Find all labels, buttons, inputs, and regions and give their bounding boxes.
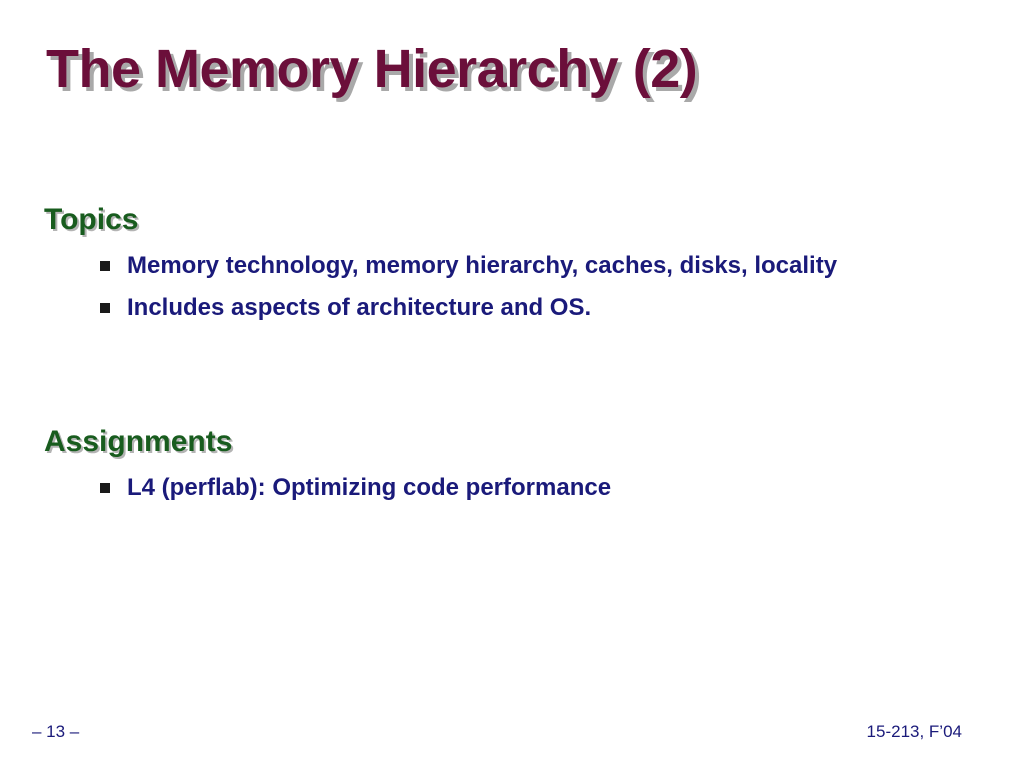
bullet-text: Includes aspects of architecture and OS. — [127, 294, 592, 321]
course-label: 15-213, F’04 — [866, 722, 962, 741]
square-bullet-icon — [100, 483, 110, 493]
bullet-item: Includes aspects of architecture and OS. — [100, 292, 887, 324]
bullet-text: Memory technology, memory hierarchy, cac… — [127, 252, 838, 279]
bullet-item: Memory technology, memory hierarchy, cac… — [100, 250, 887, 282]
square-bullet-icon — [100, 261, 110, 271]
section-topics: Topics Memory technology, memory hierarc… — [44, 202, 944, 334]
bullet-text: L4 (perflab): Optimizing code performanc… — [127, 474, 612, 501]
bullet-list-assignments: L4 (perflab): Optimizing code performanc… — [44, 472, 944, 504]
section-heading-topics: Topics — [44, 203, 139, 236]
section-heading-assignments: Assignments — [44, 425, 233, 458]
page-number: – 13 – — [32, 722, 80, 741]
slide-title: The Memory Hierarchy (2) — [46, 39, 698, 99]
bullet-list-topics: Memory technology, memory hierarchy, cac… — [44, 250, 944, 324]
section-assignments: Assignments L4 (perflab): Optimizing cod… — [44, 424, 944, 514]
bullet-item: L4 (perflab): Optimizing code performanc… — [100, 472, 887, 504]
square-bullet-icon — [100, 303, 110, 313]
